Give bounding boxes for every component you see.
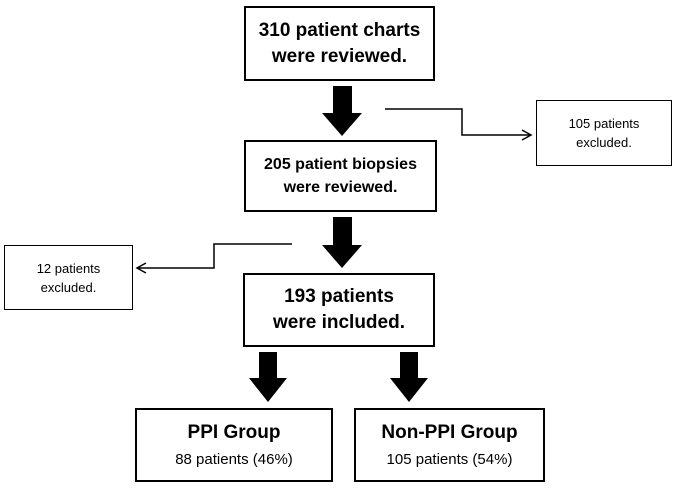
box-biopsies-reviewed: 205 patient biopsies were reviewed. xyxy=(244,140,437,212)
charts-line2: were reviewed. xyxy=(271,45,408,67)
non-ppi-detail: 105 patients (54%) xyxy=(386,451,513,468)
arrowhead-excluded-left xyxy=(135,262,147,274)
biopsies-line1: 205 patient biopsies xyxy=(264,156,417,173)
biopsies-line2: were reviewed. xyxy=(283,179,398,196)
arrow-included-to-nonppi xyxy=(390,352,428,402)
included-line1: 193 patients xyxy=(284,286,394,307)
connector-excluded-left xyxy=(138,243,292,269)
excluded-left-line2: excluded. xyxy=(40,279,97,295)
ppi-detail: 88 patients (46%) xyxy=(175,451,293,468)
box-ppi-group: PPI Group 88 patients (46%) xyxy=(135,408,333,482)
arrow-charts-to-biopsies xyxy=(322,86,362,136)
charts-line1: 310 patient charts xyxy=(258,19,421,41)
box-excluded-right: 105 patients excluded. xyxy=(536,100,672,166)
non-ppi-title: Non-PPI Group xyxy=(381,422,518,443)
ppi-title: PPI Group xyxy=(187,422,281,443)
excluded-right-line2: excluded. xyxy=(576,135,632,150)
excluded-left-line1: 12 patients xyxy=(36,260,101,276)
included-line2: were included. xyxy=(273,312,405,333)
box-patients-included: 193 patients were included. xyxy=(243,273,435,347)
connector-excluded-right xyxy=(385,108,530,136)
box-excluded-left: 12 patients excluded. xyxy=(4,245,133,310)
arrow-included-to-ppi xyxy=(249,352,287,402)
box-charts-reviewed: 310 patient charts were reviewed. xyxy=(244,6,435,81)
arrow-biopsies-to-included xyxy=(322,217,362,268)
excluded-right-line1: 105 patients xyxy=(568,116,640,131)
box-non-ppi-group: Non-PPI Group 105 patients (54%) xyxy=(354,408,545,482)
arrowhead-excluded-right xyxy=(521,129,533,141)
